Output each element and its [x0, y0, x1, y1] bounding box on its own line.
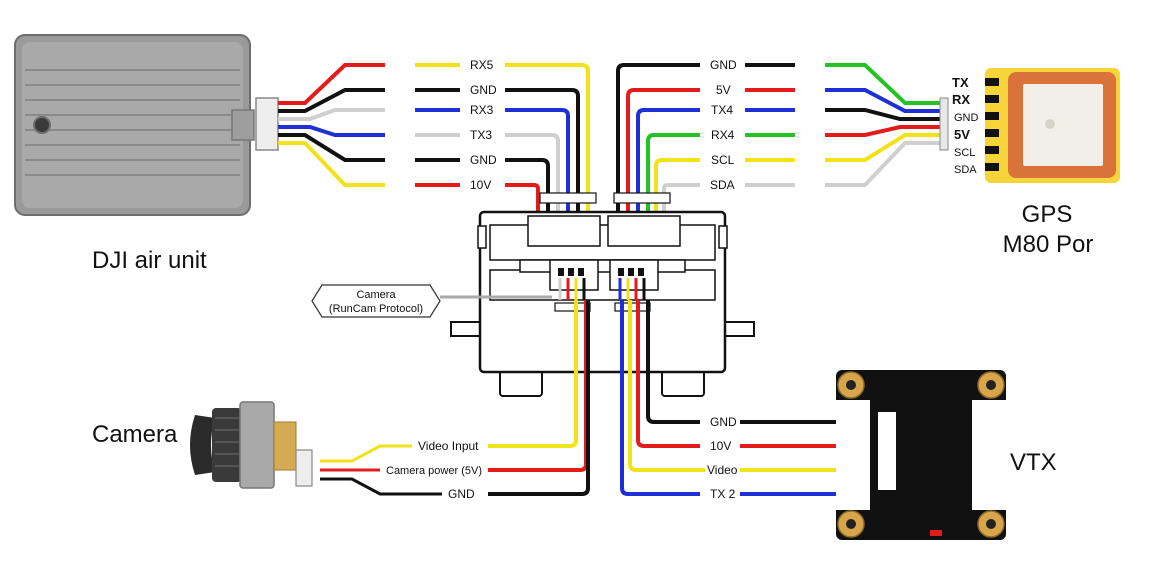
fc-stub-wires [558, 278, 646, 300]
camera-wire-label: Video Input [418, 439, 479, 453]
gps-wire-row: SCL [654, 153, 795, 212]
gps-pin-label: 5V [954, 127, 970, 142]
gps-pin-label: RX [952, 92, 970, 107]
gps-wire-fan [825, 63, 940, 187]
gps-wire-list: GND 5V TX4 RX4 SCL SDA [616, 58, 795, 212]
gps-pin-label: GND [954, 112, 979, 124]
camera-wire-label: GND [448, 487, 475, 501]
gps-pin-label: SDA [954, 164, 977, 176]
camera-wire-row: Video Input [320, 300, 578, 463]
air-unit-wire-row: RX3 [415, 103, 570, 212]
gps-wire-row: RX4 [646, 128, 795, 212]
gps-label-line1: GPS [1022, 201, 1073, 228]
air-unit-wire-label: RX3 [470, 103, 494, 117]
air-unit-label: DJI air unit [92, 247, 207, 274]
vtx-wire-label: 10V [710, 439, 731, 453]
gps-wire-row: TX4 [636, 103, 795, 212]
vtx-wire-row: Video [628, 300, 845, 477]
camera-wire-list: Video Input Camera power (5V) GND [320, 300, 590, 501]
air-unit-wire-label: TX3 [470, 128, 492, 142]
gps-wire-row: GND [616, 58, 795, 212]
callout-line2: (RunCam Protocol) [329, 303, 423, 315]
camera-label: Camera [92, 421, 178, 448]
air-unit-wire-row: 10V [415, 178, 540, 212]
gps-label-line2: M80 Por [1003, 231, 1094, 258]
vtx-wire-label: Video [707, 463, 738, 477]
vtx-module [836, 370, 1006, 540]
air-unit-wire-list: RX5 GND RX3 TX3 GND 10V [415, 58, 590, 212]
vtx-wire-list: GND 10V Video TX 2 [620, 300, 845, 501]
gps-pin-label: SCL [954, 147, 975, 159]
flight-controller [450, 192, 755, 397]
camera-module [190, 401, 313, 489]
vtx-wire-label: TX 2 [710, 487, 736, 501]
camera-protocol-callout: Camera (RunCam Protocol) [311, 284, 552, 318]
gps-wire-row: SDA [662, 178, 795, 212]
air-unit-wire-label: RX5 [470, 58, 494, 72]
camera-wire-row: GND [320, 300, 590, 501]
gps-wire-label: SDA [710, 178, 735, 192]
vtx-wire-row: GND [646, 300, 845, 429]
air-unit-wire-fan [278, 63, 385, 187]
camera-wire-label: Camera power (5V) [386, 465, 482, 477]
gps-wire-row: 5V [626, 83, 795, 212]
air-unit-wire-row: RX5 [415, 58, 590, 212]
air-unit-wire-label: 10V [470, 178, 491, 192]
air-unit-wire-row: GND [415, 153, 550, 212]
vtx-label: VTX [1010, 449, 1057, 476]
air-unit-wire-label: GND [470, 83, 497, 97]
vtx-wire-row: TX 2 [620, 300, 845, 501]
gps-wire-label: RX4 [711, 128, 735, 142]
gps-wire-label: TX4 [711, 103, 733, 117]
gps-wire-label: GND [710, 58, 737, 72]
gps-wire-label: 5V [716, 83, 731, 97]
gps-pin-label: TX [952, 75, 969, 90]
air-unit-wire-row: TX3 [415, 128, 560, 212]
vtx-wire-label: GND [710, 415, 737, 429]
vtx-wire-row: 10V [636, 300, 845, 453]
gps-module: TX RX GND 5V SCL SDA [939, 68, 1120, 183]
air-unit-wire-label: GND [470, 153, 497, 167]
air-unit-wire-row: GND [415, 83, 580, 212]
callout-line1: Camera [356, 289, 396, 301]
dji-air-unit [14, 34, 279, 216]
gps-wire-label: SCL [711, 153, 735, 167]
